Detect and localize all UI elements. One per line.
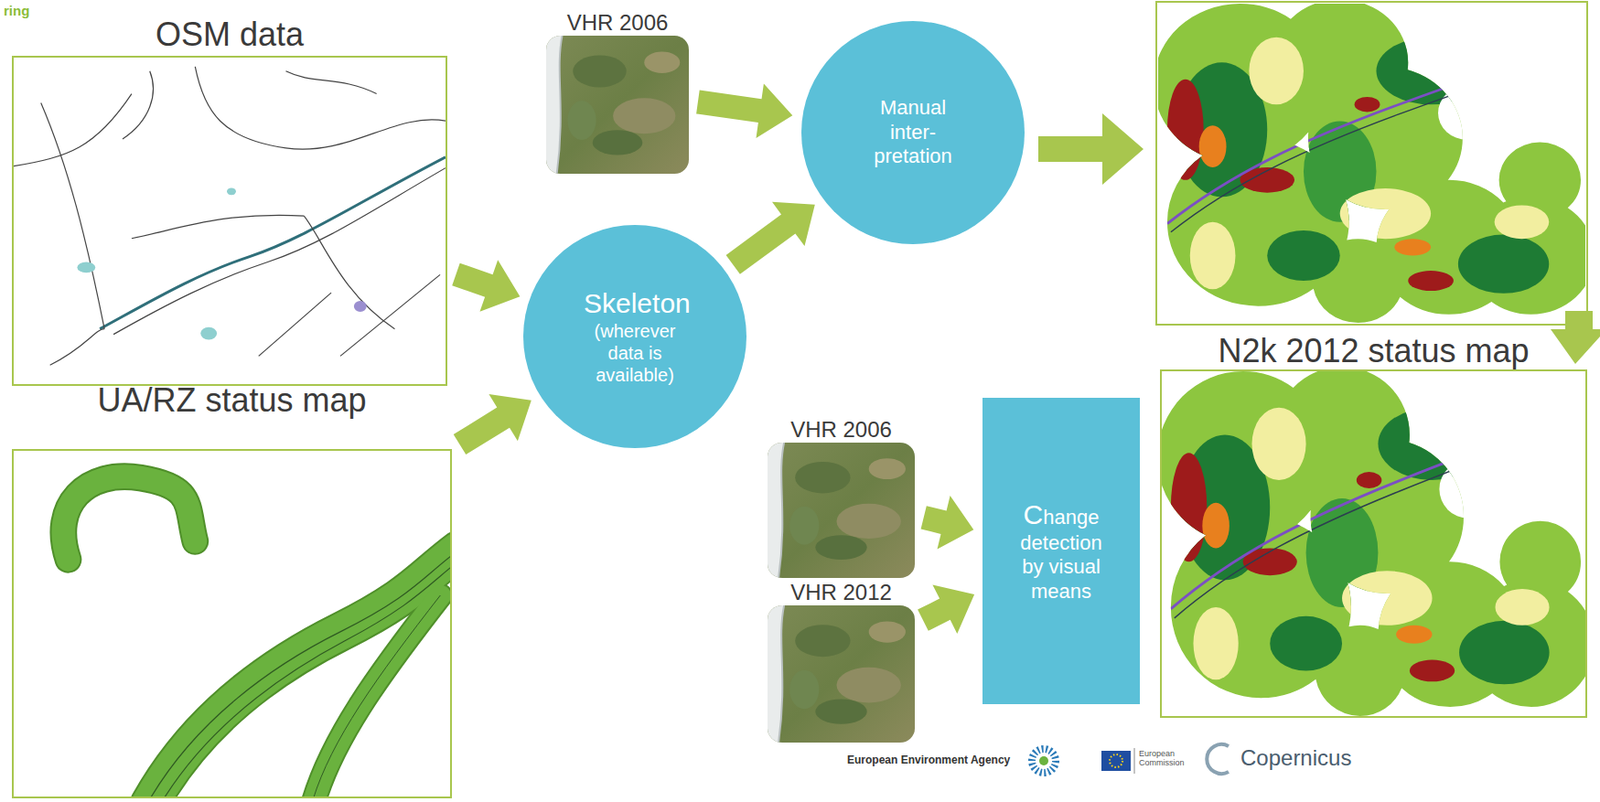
image-frame: [767, 442, 915, 579]
image-frame: [546, 35, 689, 174]
illustration: [767, 605, 915, 743]
map-heading: UA/RZ status map: [96, 381, 366, 419]
heading-holder: VHR 2006: [546, 7, 689, 36]
circle-text: Skeleton: [583, 287, 687, 321]
text-holder: Change detection by visual means: [1011, 498, 1111, 604]
flow-arrow: [1038, 113, 1144, 185]
illustration-use: [1161, 371, 1586, 717]
process-box: Change detection by visual means: [982, 397, 1140, 705]
circle-fill: [523, 225, 747, 449]
eu-flag: [1101, 748, 1135, 774]
process-circle: Skeleton(wherever data is available): [522, 224, 748, 450]
image-panel: VHR 2006: [767, 417, 915, 579]
habitat-map: [1158, 3, 1586, 323]
heading-holder: N2k 2012 status map: [1159, 329, 1588, 370]
heading-holder: VHR 2006: [767, 417, 915, 443]
image-label: VHR 2006: [790, 417, 892, 443]
illustration-use: [767, 605, 915, 743]
image-panel: VHR 2006: [546, 7, 689, 174]
circle-text: (wherever data is available): [583, 320, 687, 387]
text-label: Copernicus: [1240, 745, 1352, 772]
process-circle: Manual inter- pretation: [800, 20, 1026, 246]
illustration-use: [546, 35, 689, 174]
text-holder: Skeleton(wherever data is available): [583, 287, 687, 387]
text-label: European Commission: [1138, 749, 1194, 769]
image-label: VHR 2006: [567, 10, 669, 36]
flow-arrow: [1550, 311, 1600, 365]
map-panel: N2k 2012 status map: [1159, 329, 1588, 719]
text-label: ring: [3, 2, 30, 19]
illustration: [1161, 371, 1586, 717]
flow-arrow: [921, 495, 975, 549]
text-holder: Manual inter- pretation: [867, 96, 959, 169]
eea-logo: [1031, 749, 1056, 774]
map-frame: [11, 449, 452, 799]
map-heading: OSM data: [155, 15, 304, 54]
text-label: European Environment Agency: [847, 754, 1010, 768]
heading-holder: VHR 2012: [767, 579, 915, 606]
copernicus-swoosh: [1206, 744, 1229, 774]
flow-arrow: [453, 394, 532, 455]
circle-fill: [801, 21, 1025, 245]
image-frame: [767, 605, 915, 743]
flow-arrow: [917, 584, 975, 634]
flow-arrow: [696, 84, 793, 139]
map-panel: OSM data: [11, 5, 448, 387]
map-frame: [11, 55, 448, 387]
illustration-use: [767, 442, 915, 579]
flow-arrow: [726, 202, 816, 275]
flow-arrow: [451, 259, 520, 312]
image-label: VHR 2012: [790, 579, 892, 606]
illustration-use: [13, 66, 446, 366]
map-panel: UA/RZ status map: [11, 371, 452, 799]
image-panel: VHR 2012: [767, 579, 915, 743]
illustration: [546, 35, 689, 174]
map-frame: [1159, 369, 1588, 719]
circle-text: Manual inter- pretation: [867, 96, 959, 169]
illustration: [13, 57, 446, 385]
heading-holder: UA/RZ status map: [11, 371, 452, 419]
illustration-use: [63, 476, 451, 797]
illustration: [13, 451, 451, 797]
heading-holder: OSM data: [11, 5, 448, 54]
illustration: [767, 442, 915, 579]
box-text: Change detection by visual means: [1011, 498, 1111, 604]
map-frame: [1156, 1, 1588, 325]
map-heading: N2k 2012 status map: [1217, 332, 1529, 370]
